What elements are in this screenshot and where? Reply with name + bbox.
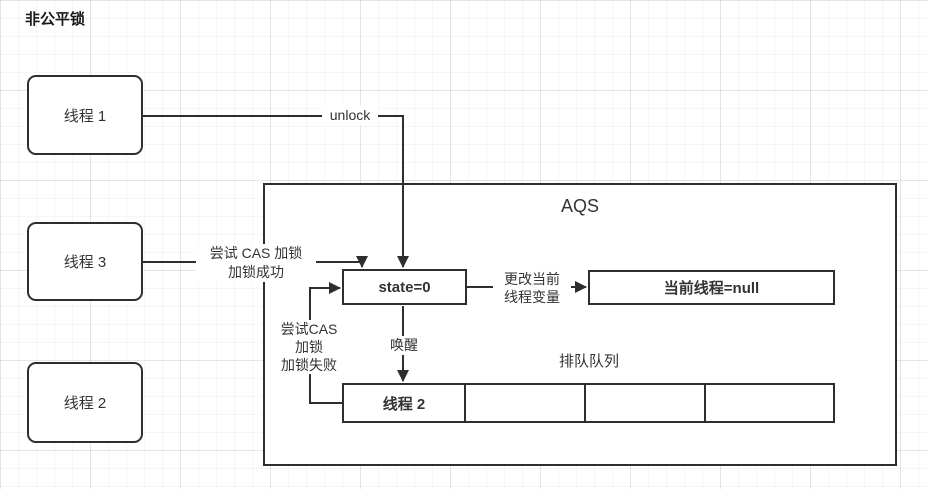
edge-label-update-current: 更改当前 线程变量 — [493, 270, 571, 306]
edge-label-cas-fail-line2: 加锁 — [295, 339, 323, 355]
edge-label-unlock: unlock — [322, 106, 378, 125]
node-current-thread: 当前线程=null — [588, 270, 835, 305]
node-thread-1-label: 线程 1 — [63, 107, 107, 125]
edge-label-cas-success: 尝试 CAS 加锁 加锁成功 — [196, 244, 316, 282]
queue-cell-4 — [706, 385, 833, 421]
node-thread-2-label: 线程 2 — [63, 395, 107, 412]
node-state: state=0 — [342, 269, 467, 305]
connector-unlock — [143, 115, 409, 268]
waiting-queue: 线程 2 — [342, 383, 835, 423]
page-title: 非公平锁 — [25, 11, 86, 28]
node-thread-1: 线程 1 — [27, 75, 143, 155]
edge-label-cas-success-line1: 尝试 CAS 加锁 — [209, 245, 303, 261]
queue-cell-2 — [466, 385, 586, 421]
edge-label-update-current-line2: 线程变量 — [504, 289, 560, 305]
queue-title: 排队队列 — [558, 353, 619, 370]
node-thread-3: 线程 3 — [27, 222, 143, 301]
edge-label-wake: 唤醒 — [384, 336, 424, 355]
edge-label-update-current-line1: 更改当前 — [504, 271, 560, 287]
queue-cell-1: 线程 2 — [344, 385, 466, 421]
queue-cell-3 — [586, 385, 706, 421]
edge-label-cas-fail: 尝试CAS 加锁 加锁失败 — [275, 320, 343, 374]
edge-label-cas-fail-line1: 尝试CAS — [280, 321, 338, 337]
node-state-label: state=0 — [378, 278, 431, 296]
node-thread-3-label: 线程 3 — [63, 254, 107, 271]
aqs-title: AQS — [560, 196, 599, 216]
edge-label-cas-success-line2: 加锁成功 — [228, 264, 284, 280]
node-thread-2: 线程 2 — [27, 362, 143, 443]
node-current-thread-label: 当前线程=null — [663, 280, 760, 297]
canvas-bottom-margin — [0, 489, 928, 500]
edge-label-cas-fail-line3: 加锁失败 — [281, 357, 337, 373]
